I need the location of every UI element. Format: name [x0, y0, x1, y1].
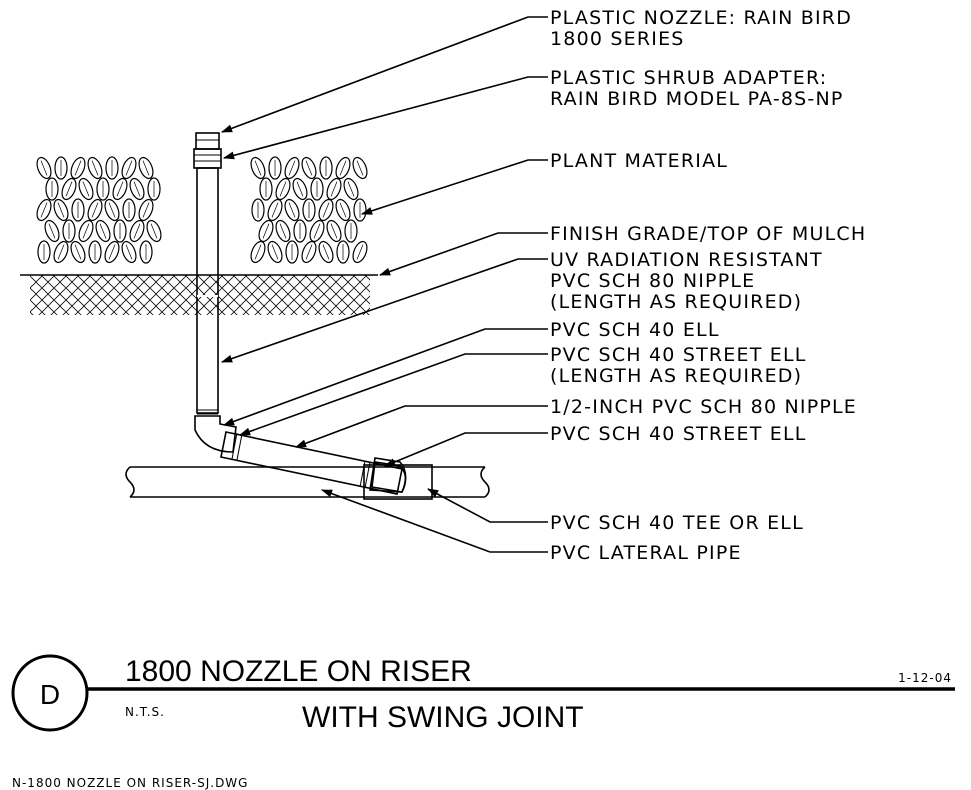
leaf-vein: [108, 244, 116, 260]
leaf-vein: [82, 223, 90, 239]
leaf-vein: [91, 160, 99, 176]
callout-label: PVC LATERAL PIPE: [550, 542, 742, 564]
callout-label: PVC SCH 40 TEE OR ELL: [550, 512, 804, 534]
leaf-vein: [254, 160, 262, 176]
callout-label: (LENGTH AS REQUIRED): [550, 291, 802, 313]
callout-label: PLASTIC NOZZLE: RAIN BIRD: [550, 7, 852, 29]
callout-label: UV RADIATION RESISTANT: [550, 249, 823, 271]
detail-letter: D: [40, 679, 60, 710]
leaf-vein: [108, 202, 116, 218]
leaf-vein: [356, 244, 364, 260]
leaf-vein: [142, 160, 150, 176]
callout-label: PVC SCH 40 ELL: [550, 319, 720, 341]
detail-bubble: [11, 654, 89, 732]
leaf-vein: [150, 223, 158, 239]
leaf-vein: [296, 181, 304, 197]
leaf-vein: [57, 202, 65, 218]
leaf-vein: [339, 160, 347, 176]
callout-label: PVC SCH 40 STREET ELL: [550, 423, 807, 445]
title-line-2: WITH SWING JOINT: [302, 701, 584, 734]
leaf-vein: [347, 181, 355, 197]
shrub-left: [36, 156, 162, 264]
leaf-vein: [91, 202, 99, 218]
leaf-vein: [279, 223, 287, 239]
shrub-right: [250, 156, 368, 264]
leaf-vein: [262, 223, 270, 239]
callout-labels: PLASTIC NOZZLE: RAIN BIRD 1800 SERIES PLA…: [550, 7, 866, 564]
leaf-vein: [339, 202, 347, 218]
leaf-vein: [48, 223, 56, 239]
leaf-vein: [133, 223, 141, 239]
file-name: N-1800 NOZZLE ON RISER-SJ.DWG: [12, 776, 248, 790]
leaf-vein: [330, 181, 338, 197]
nozzle-body: [195, 132, 220, 150]
callout-label: PLASTIC SHRUB ADAPTER:: [550, 67, 827, 89]
callout-label: (LENGTH AS REQUIRED): [550, 365, 802, 387]
callout-label: 1/2-INCH PVC SCH 80 NIPPLE: [550, 396, 857, 418]
leaf-vein: [65, 181, 73, 197]
title-block: D 1800 NOZZLE ON RISER WITH SWING JOINT …: [11, 654, 955, 790]
leaf-vein: [125, 244, 133, 260]
scale-note: N.T.S.: [125, 705, 165, 719]
callout-label: PLANT MATERIAL: [550, 150, 728, 172]
riser-assembly: [193, 132, 237, 453]
leaf-vein: [305, 160, 313, 176]
leaf-vein: [116, 181, 124, 197]
callout-label: RAIN BIRD MODEL PA-8S-NP: [550, 88, 844, 110]
leaf-vein: [279, 181, 287, 197]
leaf-vein: [288, 160, 296, 176]
leaf-vein: [288, 202, 296, 218]
callout-label: PVC SCH 80 NIPPLE: [550, 270, 755, 292]
leaf-vein: [57, 244, 65, 260]
shrub-adapter: [193, 148, 222, 169]
leaf-vein: [271, 244, 279, 260]
title-line-1: 1800 NOZZLE ON RISER: [125, 655, 472, 688]
leaf-vein: [40, 202, 48, 218]
leaf-vein: [254, 244, 262, 260]
callout-label: FINISH GRADE/TOP OF MULCH: [550, 223, 866, 245]
leaf-vein: [125, 160, 133, 176]
sch80-nipple: [196, 167, 219, 414]
callout-label: 1800 SERIES: [550, 28, 685, 50]
lateral-pipe: [125, 461, 490, 500]
leader-lines: [220, 16, 548, 553]
leaf-vein: [356, 160, 364, 176]
leaf-vein: [313, 223, 321, 239]
leaf-vein: [99, 223, 107, 239]
leaf-vein: [40, 160, 48, 176]
leaf-vein: [322, 244, 330, 260]
leaf-vein: [74, 160, 82, 176]
leaf-vein: [133, 181, 141, 197]
street-ell-diagonal: [220, 431, 403, 495]
date-note: 1-12-04: [898, 671, 952, 685]
leaf-vein: [305, 244, 313, 260]
leaf-vein: [322, 202, 330, 218]
leaf-vein: [82, 181, 90, 197]
leaf-vein: [74, 244, 82, 260]
sch40-ell: [194, 415, 237, 453]
leaf-vein: [142, 202, 150, 218]
callout-label: PVC SCH 40 STREET ELL: [550, 344, 807, 366]
leaf-vein: [271, 202, 279, 218]
leaf-vein: [330, 223, 338, 239]
